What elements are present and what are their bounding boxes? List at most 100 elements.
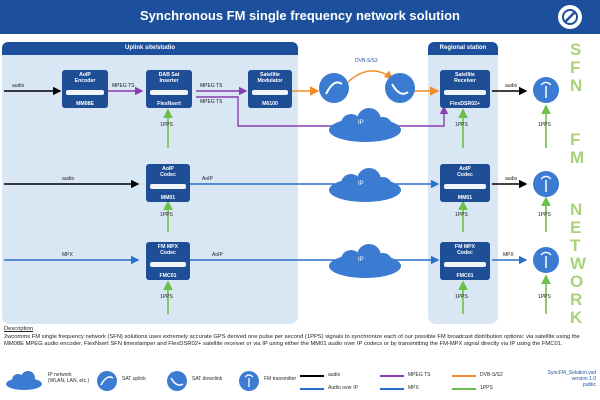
legend-mpeg-line bbox=[380, 375, 404, 377]
version-block: SyncFM_Solution.vsd version 1.0 public bbox=[528, 370, 596, 388]
fm-mpx-codec-device: FM MPX Codec FMC01 bbox=[440, 242, 490, 280]
device-label: AoIP Codec bbox=[160, 166, 176, 178]
pps-label: 1PPS bbox=[538, 294, 551, 300]
aoip-codec-device: AoIP Codec MM01 bbox=[440, 164, 490, 202]
legend-fm-tx: FM transmitter bbox=[264, 376, 297, 382]
audio-label: audio bbox=[505, 176, 518, 182]
dvbs-label: DVB-S/S2 bbox=[355, 58, 378, 64]
ip-cloud-icon bbox=[329, 168, 401, 202]
side-letter: T bbox=[570, 236, 581, 255]
side-letter: N bbox=[570, 200, 583, 219]
version-number: version 1.0 bbox=[571, 376, 596, 382]
device-label: DAB Sat Inserter bbox=[158, 72, 180, 84]
ip-label: IP bbox=[358, 181, 364, 187]
side-letter: M bbox=[570, 148, 585, 167]
ip-cloud-icon bbox=[329, 108, 401, 142]
description: Description 2wcomms FM single frequency … bbox=[4, 326, 596, 349]
fm-transmitter-icon bbox=[533, 171, 559, 197]
device-name: MM01 bbox=[457, 195, 473, 201]
description-heading: Description bbox=[4, 326, 33, 332]
device-name: FlexDSR02+ bbox=[449, 101, 481, 107]
side-letter: F bbox=[570, 58, 581, 77]
pps-label: 1PPS bbox=[455, 294, 468, 300]
brand-logo-icon bbox=[558, 5, 582, 29]
title-bar bbox=[0, 0, 600, 34]
device-label: FM MPX Codec bbox=[454, 244, 476, 256]
dab-sat-inserter-device: DAB Sat Inserter FlexNsert bbox=[146, 70, 192, 108]
ip-network-legend-icon bbox=[6, 371, 42, 390]
device-name: FMC01 bbox=[456, 273, 474, 279]
sat-downlink-icon bbox=[385, 73, 415, 103]
ip-cloud-icon bbox=[329, 244, 401, 278]
side-letter: K bbox=[570, 308, 583, 327]
device-label: AoIP Encoder bbox=[74, 72, 96, 84]
legend-dvbs-line bbox=[452, 375, 476, 377]
aoip-label: AoIP bbox=[212, 252, 223, 258]
side-letter: R bbox=[570, 290, 583, 309]
legend-mpx: MPX bbox=[408, 385, 419, 391]
legend-aoip: Audio over IP bbox=[328, 385, 359, 391]
page-title: Synchronous FM single frequency network … bbox=[140, 8, 460, 23]
uplink-panel-title: Uplink site/studio bbox=[2, 42, 298, 55]
side-letter: N bbox=[570, 76, 583, 95]
sat-uplink-icon bbox=[319, 73, 349, 103]
device-label: AoIP Codec bbox=[457, 166, 473, 178]
side-letter: W bbox=[570, 254, 587, 273]
regional-panel-title: Regional station bbox=[428, 42, 498, 55]
legend-ip-network: IP network (WLAN, LAN, etc.) bbox=[48, 372, 90, 384]
legend-mpeg: MPEG TS bbox=[408, 372, 431, 378]
dvbs-arc bbox=[347, 70, 394, 83]
sat-downlink-legend-icon bbox=[167, 371, 187, 391]
audio-label: audio bbox=[505, 83, 518, 89]
side-letter: O bbox=[570, 272, 584, 291]
legend-dvbs: DVB-S/S2 bbox=[480, 372, 503, 378]
legend-aoip-line bbox=[300, 388, 324, 390]
mpx-label: MPX bbox=[503, 252, 514, 258]
fm-transmitter-icon bbox=[533, 77, 559, 103]
pps-label: 1PPS bbox=[160, 212, 173, 218]
mpeg-label: MPEG TS bbox=[200, 83, 223, 89]
pps-label: 1PPS bbox=[538, 212, 551, 218]
version-file: SyncFM_Solution.vsd bbox=[547, 370, 596, 376]
mpx-label: MPX bbox=[62, 252, 73, 258]
aoip-encoder-device: AoIP Encoder MM08E bbox=[62, 70, 108, 108]
device-label: FM MPX Codec bbox=[157, 244, 179, 256]
legend-pps: 1PPS bbox=[480, 385, 493, 391]
device-name: FlexNsert bbox=[157, 101, 181, 107]
legend-audio: audio bbox=[328, 372, 341, 378]
mpeg-ip-line bbox=[196, 96, 449, 127]
legend: IP network (WLAN, LAN, etc.) SAT uplink … bbox=[0, 366, 600, 400]
device-name: M6100 bbox=[262, 101, 278, 107]
fm-transmitter-legend-icon bbox=[239, 371, 259, 391]
side-letter: E bbox=[570, 218, 582, 237]
pps-label: 1PPS bbox=[455, 212, 468, 218]
legend-sat-uplink: SAT uplink bbox=[122, 376, 146, 382]
pps-label: 1PPS bbox=[160, 122, 173, 128]
legend-sat-downlink: SAT downlink bbox=[192, 376, 223, 382]
audio-label: audio bbox=[12, 83, 25, 89]
ip-label: IP bbox=[358, 120, 364, 126]
pps-label: 1PPS bbox=[455, 122, 468, 128]
sat-uplink-legend-icon bbox=[97, 371, 117, 391]
legend-audio-line bbox=[300, 375, 324, 377]
side-title: S F N F M N E T W O R K bbox=[562, 40, 592, 327]
aoip-label: AoIP bbox=[202, 176, 213, 182]
mpeg-label: MPEG TS bbox=[200, 99, 223, 105]
side-letter: S bbox=[570, 40, 582, 59]
pps-label: 1PPS bbox=[538, 122, 551, 128]
device-name: MM01 bbox=[160, 195, 176, 201]
pps-label: 1PPS bbox=[160, 294, 173, 300]
satellite-modulator-device: Satellite Modulator M6100 bbox=[248, 70, 292, 108]
legend-mpx-line bbox=[380, 388, 404, 390]
fm-mpx-codec-device: FM MPX Codec FMC01 bbox=[146, 242, 190, 280]
legend-pps-line bbox=[452, 388, 476, 390]
device-label: Satellite Receiver bbox=[454, 72, 476, 84]
device-name: MM08E bbox=[76, 101, 94, 107]
device-label: Satellite Modulator bbox=[257, 72, 283, 84]
audio-label: audio bbox=[62, 176, 75, 182]
version-status: public bbox=[582, 382, 596, 388]
aoip-codec-device: AoIP Codec MM01 bbox=[146, 164, 190, 202]
mpeg-label: MPEG TS bbox=[112, 83, 135, 89]
side-letter: F bbox=[570, 130, 581, 149]
